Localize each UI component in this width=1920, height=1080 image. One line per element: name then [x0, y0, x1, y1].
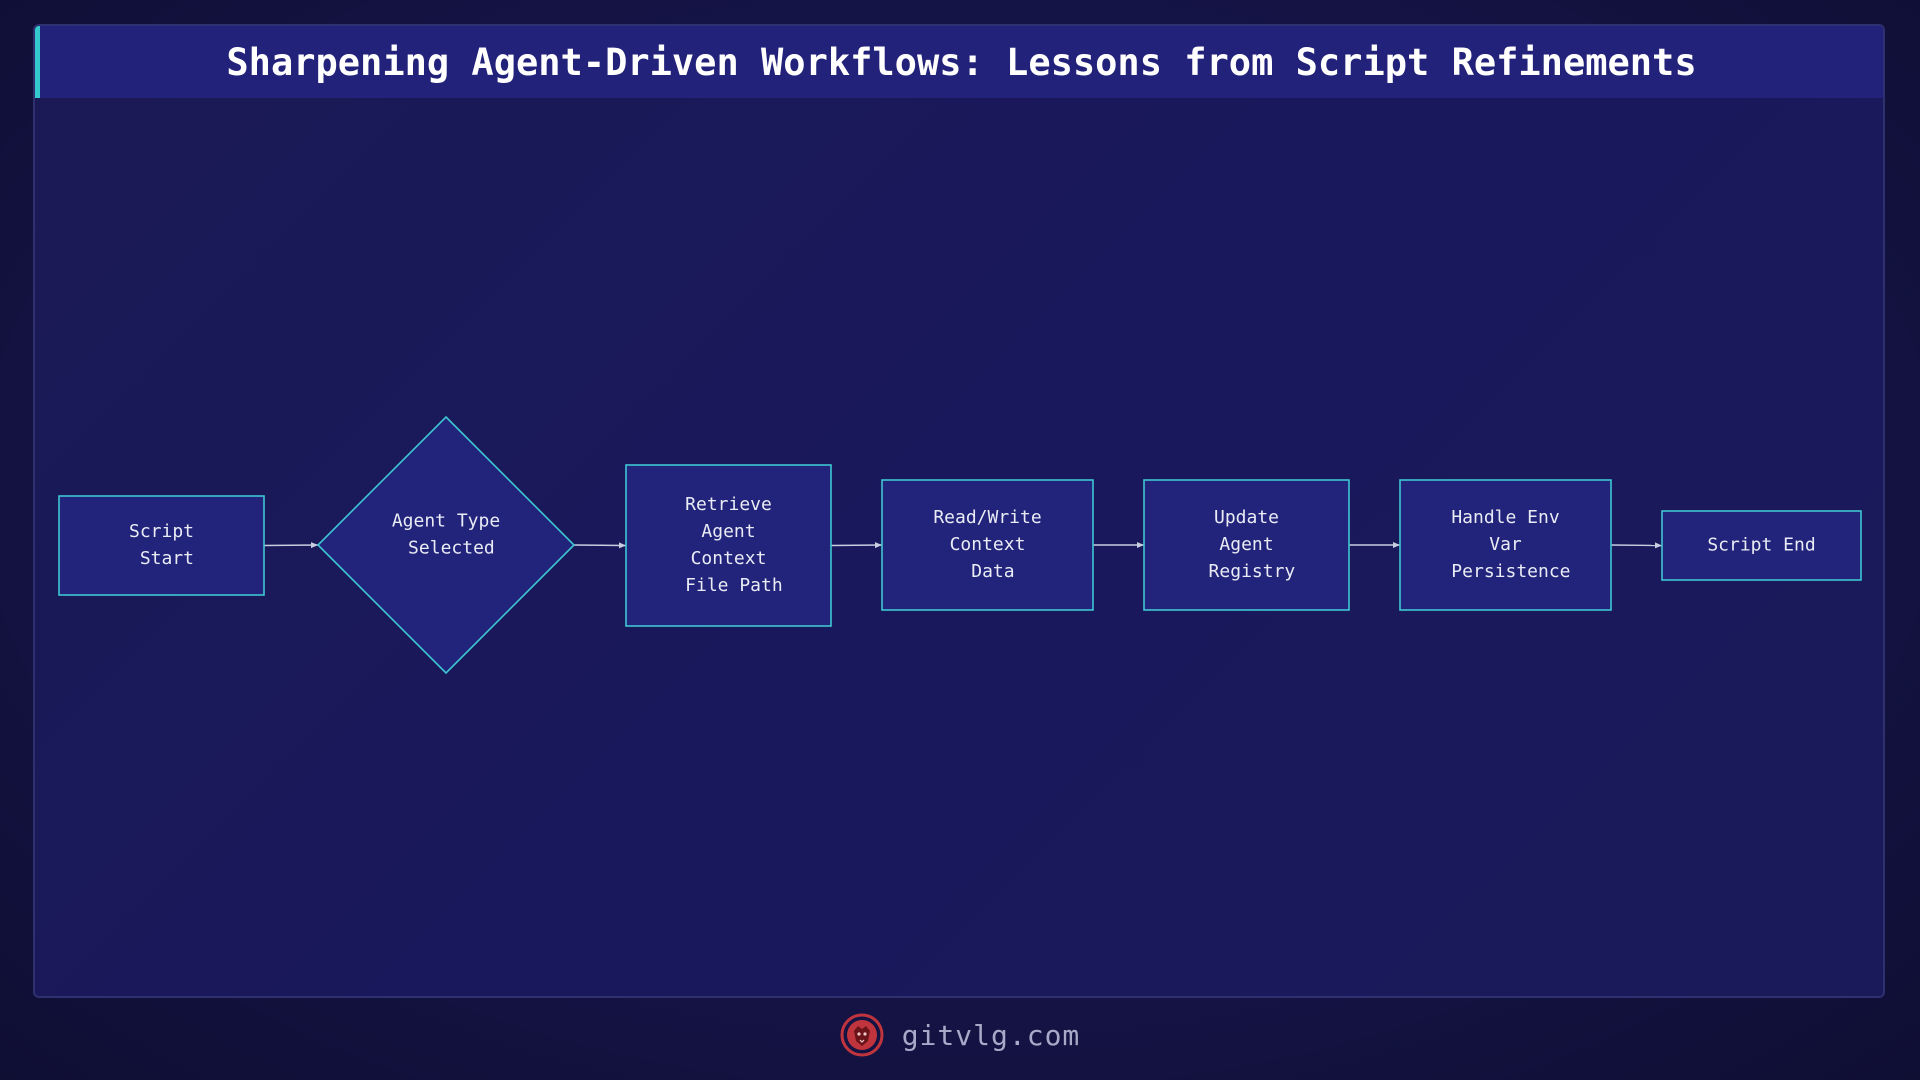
lion-head-icon — [840, 1013, 884, 1057]
node-label-line: Selected — [397, 538, 495, 559]
node-label-line: Persistence — [1440, 561, 1570, 582]
process-box — [1661, 510, 1862, 581]
node-script-start: Script Start — [58, 495, 265, 596]
footer-site-text: gitvlg.com — [901, 1018, 1081, 1052]
node-label-line: Agent Type — [392, 511, 500, 532]
node-label-line: Handle Env — [1451, 507, 1559, 528]
node-label-line: Data — [960, 561, 1014, 582]
node-label-line: Registry — [1198, 561, 1296, 582]
title-bar: Sharpening Agent-Driven Workflows: Lesso… — [35, 26, 1883, 98]
node-label-line: Agent — [1219, 534, 1273, 555]
edge-retrieve-agent-context-file-path-to-read-write-context-data — [830, 542, 883, 549]
node-label-line: Script End — [1707, 535, 1815, 556]
edge-script-start-to-agent-type-selected — [263, 542, 319, 549]
node-label-line: Script — [129, 521, 194, 542]
node-label-line: Read/Write — [933, 507, 1041, 528]
node-label-line: Context — [691, 548, 767, 569]
edges-layer — [263, 542, 1663, 549]
footer: gitvlg.com — [0, 1010, 1920, 1060]
process-box — [58, 495, 265, 596]
node-script-end: Script End — [1661, 510, 1862, 581]
node-label-line: Update — [1214, 507, 1279, 528]
process-box — [1399, 479, 1612, 611]
node-agent-type-selected: Agent Type Selected — [316, 415, 576, 675]
process-box — [1143, 479, 1350, 611]
page-title: Sharpening Agent-Driven Workflows: Lesso… — [226, 40, 1697, 84]
node-label-line: Retrieve — [685, 494, 772, 515]
edge-handle-env-var-persistence-to-script-end — [1610, 542, 1663, 549]
node-label-line: File Path — [674, 575, 782, 596]
process-box — [881, 479, 1094, 611]
edge-agent-type-selected-to-retrieve-agent-context-file-path — [573, 542, 627, 549]
node-label-line: Context — [950, 534, 1026, 555]
node-label-line: Start — [129, 548, 194, 569]
node-label-line: Agent — [701, 521, 755, 542]
process-box — [625, 464, 832, 627]
node-label-line: Var — [1489, 534, 1522, 555]
decision-diamond — [316, 415, 576, 675]
